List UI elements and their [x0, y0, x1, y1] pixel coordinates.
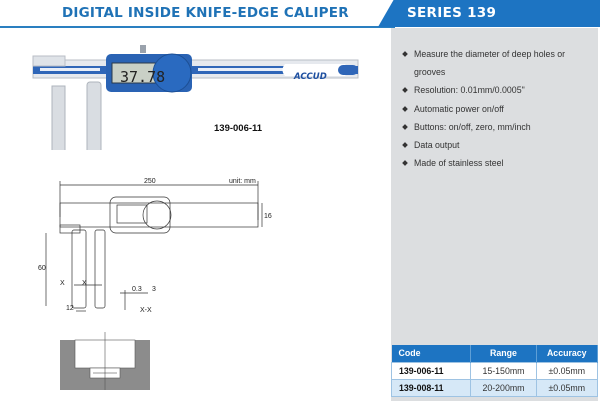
section-label: X-X	[140, 307, 152, 314]
spec-table: Code Range Accuracy 139-006-11 15-150mm …	[390, 345, 599, 397]
feature-item: Buttons: on/off, zero, mm/inch	[397, 118, 597, 136]
dim-height: 16	[264, 213, 272, 220]
page-title: DIGITAL INSIDE KNIFE-EDGE CALIPER	[62, 5, 349, 21]
section-diagram	[60, 332, 150, 390]
feature-item: Resolution: 0.01mm/0.0005"	[397, 81, 597, 99]
feature-item: Measure the diameter of deep holes or gr…	[397, 45, 597, 81]
section-mark-right: X	[82, 280, 87, 287]
cell-code: 139-006-11	[390, 361, 472, 380]
cell-range: 20-200mm	[470, 378, 537, 397]
feature-item: Data output	[397, 136, 597, 154]
model-label: 139-006-11	[214, 123, 263, 134]
technical-drawing	[45, 181, 263, 312]
feature-list: Measure the diameter of deep holes or gr…	[397, 45, 597, 172]
dim-length: 250	[144, 178, 156, 185]
cell-range: 15-150mm	[470, 361, 537, 380]
lcd-reading: 37.78	[120, 68, 166, 86]
col-range: Range	[470, 345, 537, 362]
dim-tip-height: 3	[152, 286, 156, 293]
series-label: SERIES 139	[407, 5, 497, 21]
brand-logo: ACCUD	[294, 72, 327, 82]
unit-label: unit: mm	[229, 178, 256, 185]
table-header-row: Code Range Accuracy	[391, 345, 599, 362]
header-divider	[0, 26, 395, 28]
dim-tip-thickness: 0.3	[132, 286, 142, 293]
table-row: 139-006-11 15-150mm ±0.05mm	[390, 361, 599, 380]
table-row: 139-008-11 20-200mm ±0.05mm	[390, 378, 599, 397]
col-code: Code	[391, 345, 472, 362]
series-tab	[378, 0, 600, 27]
cell-code: 139-008-11	[390, 378, 472, 397]
dim-jaw-depth: 60	[38, 265, 46, 272]
section-mark-left: X	[60, 280, 65, 287]
caliper-photo	[32, 45, 359, 150]
col-accuracy: Accuracy	[536, 345, 599, 362]
feature-item: Automatic power on/off	[397, 100, 597, 118]
cell-accuracy: ±0.05mm	[535, 361, 599, 380]
feature-item: Made of stainless steel	[397, 154, 597, 172]
dim-jaw-width: 12	[66, 305, 74, 312]
cell-accuracy: ±0.05mm	[535, 378, 599, 397]
